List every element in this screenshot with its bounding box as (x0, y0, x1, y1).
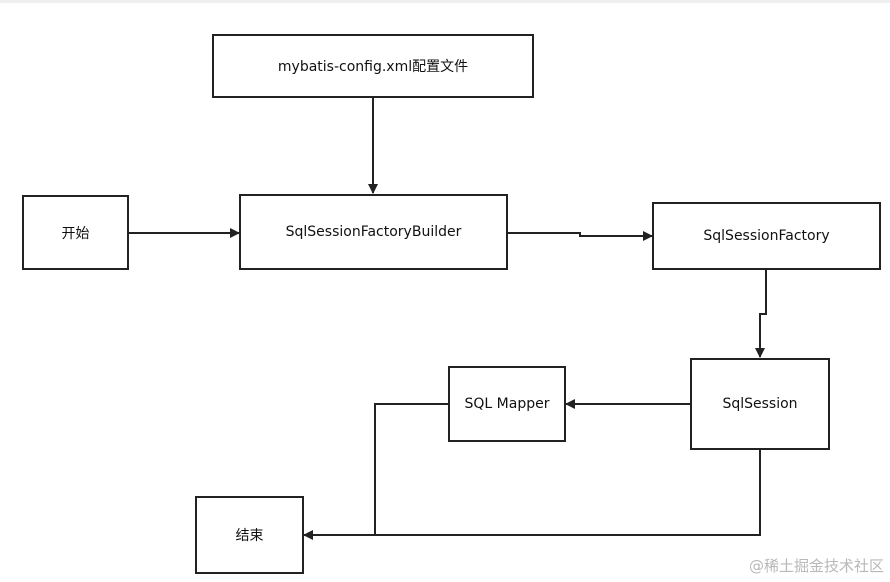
watermark-text: @稀土掘金技术社区 (748, 557, 884, 575)
edge-session-to-end (303, 450, 761, 540)
node-session-label: SqlSession (722, 396, 798, 412)
node-config-label: mybatis-config.xml配置文件 (277, 59, 469, 75)
node-config[interactable]: mybatis-config.xml配置文件 (212, 34, 534, 98)
node-start[interactable]: 开始 (22, 195, 129, 270)
node-builder-label: SqlSessionFactoryBuilder (285, 224, 462, 240)
edge-factory-to-session (755, 270, 767, 358)
node-factory[interactable]: SqlSessionFactory (652, 202, 881, 270)
top-divider (0, 0, 890, 3)
node-factory-label: SqlSessionFactory (703, 228, 830, 244)
node-session[interactable]: SqlSession (690, 358, 830, 450)
edge-builder-to-factory (508, 231, 653, 241)
node-builder[interactable]: SqlSessionFactoryBuilder (239, 194, 508, 270)
node-end[interactable]: 结束 (195, 496, 304, 574)
node-mapper[interactable]: SQL Mapper (448, 366, 566, 442)
node-end-label: 结束 (235, 528, 264, 544)
node-mapper-label: SQL Mapper (464, 396, 550, 412)
edge-mapper-to-end (374, 403, 448, 535)
node-start-label: 开始 (61, 225, 90, 242)
